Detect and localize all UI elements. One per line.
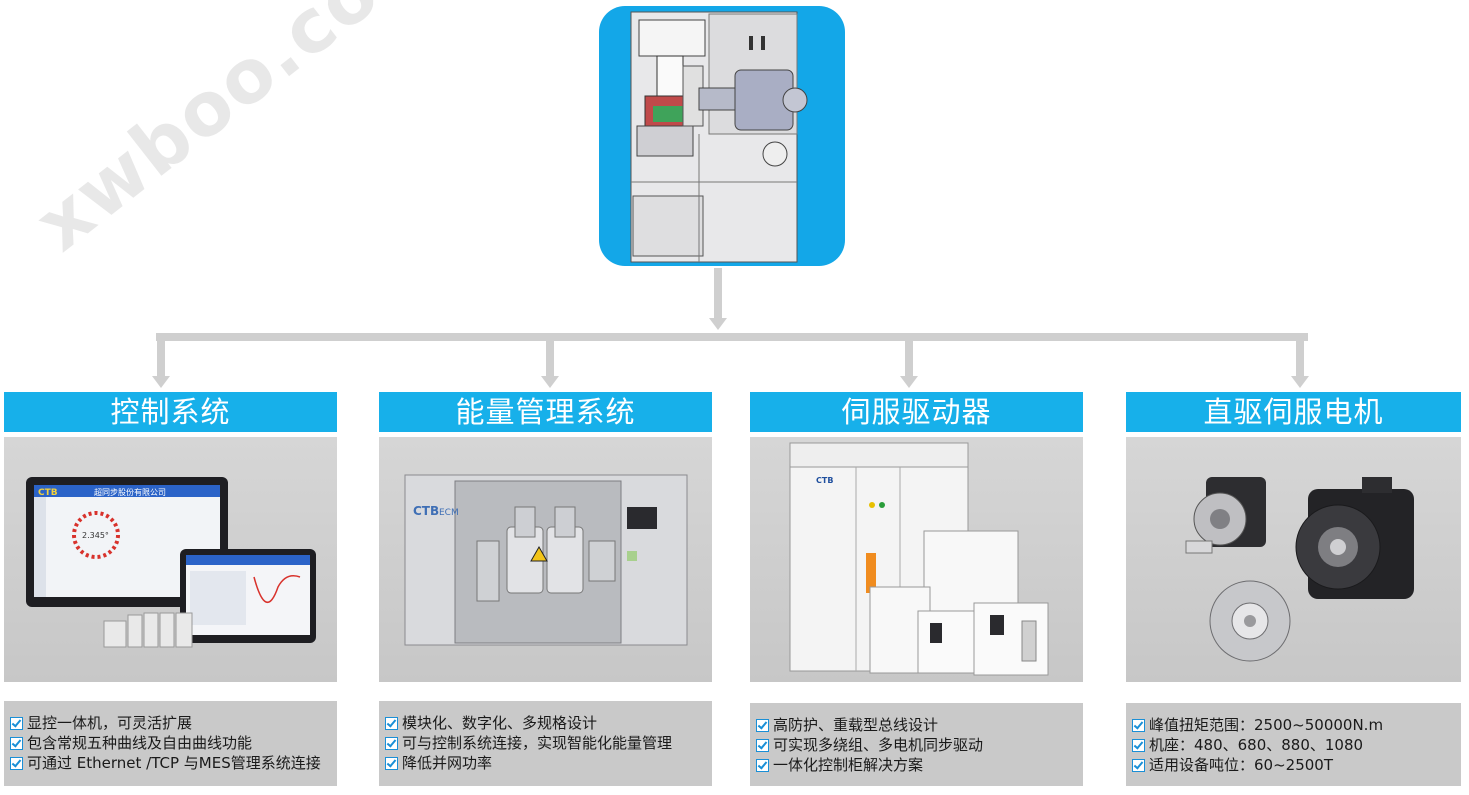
feature-item: 模块化、数字化、多规格设计 <box>385 713 712 733</box>
checkbox-icon <box>10 756 23 770</box>
feature-list: 峰值扭矩范围：2500~50000N.m 机座：480、680、880、1080… <box>1126 703 1461 786</box>
feature-item: 包含常规五种曲线及自由曲线功能 <box>10 733 337 753</box>
connector-arrow-3 <box>900 376 918 388</box>
feature-list: 高防护、重载型总线设计 可实现多绕组、多电机同步驱动 一体化控制柜解决方案 <box>750 703 1083 786</box>
press-machine-image <box>599 6 845 266</box>
watermark: xwboo.com <box>20 0 459 268</box>
checkbox-icon <box>756 758 769 772</box>
feature-item: 一体化控制柜解决方案 <box>756 755 1083 775</box>
model-text: ECM <box>439 508 459 518</box>
checkbox-icon <box>1132 718 1145 732</box>
company-text: 超同步股份有限公司 <box>94 487 166 497</box>
feature-item: 可与控制系统连接，实现智能化能量管理 <box>385 733 712 753</box>
checkbox-icon <box>1132 738 1145 752</box>
feature-list: 显控一体机，可灵活扩展 包含常规五种曲线及自由曲线功能 可通过 Ethernet… <box>4 701 337 786</box>
column-title: 控制系统 <box>4 392 337 432</box>
feature-item: 降低并网功率 <box>385 753 712 773</box>
connector-vertical-main <box>714 268 722 320</box>
feature-item: 可实现多绕组、多电机同步驱动 <box>756 735 1083 755</box>
connector-arrow-main <box>709 318 727 330</box>
feature-item: 高防护、重载型总线设计 <box>756 715 1083 735</box>
checkbox-icon <box>385 736 398 750</box>
brand-text: CTB <box>413 504 439 518</box>
checkbox-icon <box>385 716 398 730</box>
column-title: 伺服驱动器 <box>750 392 1083 432</box>
column-title: 能量管理系统 <box>379 392 712 432</box>
feature-item: 适用设备吨位：60~2500T <box>1132 755 1461 775</box>
checkbox-icon <box>756 718 769 732</box>
column-title: 直驱伺服电机 <box>1126 392 1461 432</box>
energy-management-image: CTB ECM <box>379 437 712 682</box>
checkbox-icon <box>1132 758 1145 772</box>
connector-arrow-1 <box>152 376 170 388</box>
brand-text: CTB <box>38 488 58 498</box>
feature-list: 模块化、数字化、多规格设计 可与控制系统连接，实现智能化能量管理 降低并网功率 <box>379 701 712 786</box>
brand-text: CTB <box>816 476 833 485</box>
feature-item: 机座：480、680、880、1080 <box>1132 735 1461 755</box>
checkbox-icon <box>756 738 769 752</box>
control-system-image: CTB 超同步股份有限公司 2.345° <box>4 437 337 682</box>
connector-branch-3 <box>905 333 913 378</box>
connector-branch-1 <box>157 333 165 378</box>
connector-arrow-2 <box>541 376 559 388</box>
servo-driver-image: CTB <box>750 437 1083 682</box>
checkbox-icon <box>10 736 23 750</box>
feature-item: 可通过 Ethernet /TCP 与MES管理系统连接 <box>10 753 337 773</box>
connector-branch-4 <box>1296 333 1304 378</box>
checkbox-icon <box>385 756 398 770</box>
checkbox-icon <box>10 716 23 730</box>
feature-item: 峰值扭矩范围：2500~50000N.m <box>1132 715 1461 735</box>
readout-text: 2.345° <box>82 531 109 540</box>
connector-arrow-4 <box>1291 376 1309 388</box>
feature-item: 显控一体机，可灵活扩展 <box>10 713 337 733</box>
servo-motor-image <box>1126 437 1461 682</box>
connector-horizontal <box>156 333 1308 341</box>
connector-branch-2 <box>546 333 554 378</box>
